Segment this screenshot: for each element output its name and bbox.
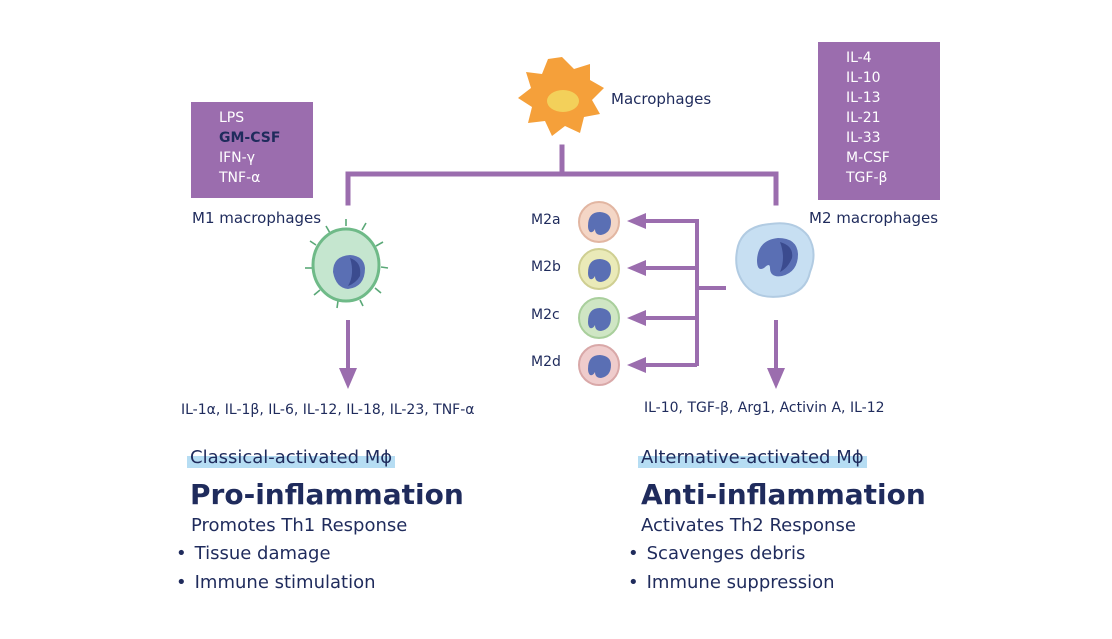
m1-effect-item: Tissue damage (176, 543, 331, 564)
m1-response: Promotes Th1 Response (191, 515, 408, 536)
m2-stimuli-box: IL-4 IL-10 IL-13 IL-21 IL-33 M-CSF TGF-β (818, 42, 940, 200)
m2-role-heading: Anti-inflammation (641, 478, 926, 511)
m2-stimulus: IL-4 (846, 50, 872, 66)
m2-cell-icon (735, 222, 815, 298)
m1-role-heading: Pro-inflammation (190, 478, 464, 511)
m1-activation-label: Classical-activated Mϕ (187, 447, 396, 468)
m2c-label: M2c (531, 307, 560, 323)
m2-subtype-arrowheads (627, 213, 646, 373)
m2-label: M2 macrophages (809, 209, 939, 227)
m2b-label: M2b (531, 259, 561, 275)
m2a-label: M2a (531, 212, 561, 228)
m2-stimulus: IL-10 (846, 70, 881, 86)
m1-activation-text: Classical-activated Mϕ (187, 447, 396, 468)
m2b-cell-icon (578, 248, 620, 290)
m2-stimulus: TGF-β (846, 170, 888, 186)
m2d-label: M2d (531, 354, 561, 370)
m1-stimuli-box: LPS GM-CSF IFN-γ TNF-α (191, 102, 313, 198)
m2-activation-text: Alternative-activated Mϕ (638, 447, 867, 468)
m1-label: M1 macrophages (192, 209, 322, 227)
macrophage-nucleus (547, 90, 579, 112)
m2-cytokines: IL-10, TGF-β, Arg1, Activin A, IL-12 (644, 400, 885, 416)
m2d-cell-icon (578, 344, 620, 386)
m1-effect-item: Immune stimulation (176, 572, 376, 593)
m1-cytokines: IL-1α, IL-1β, IL-6, IL-12, IL-18, IL-23,… (181, 402, 475, 418)
m2-subtype-branch (642, 219, 726, 367)
m2-stimulus: IL-33 (846, 130, 881, 146)
m2-stimulus: M-CSF (846, 150, 890, 166)
macrophages-label: Macrophages (611, 90, 712, 108)
m2a-cell-icon (578, 201, 620, 243)
m2c-cell-icon (578, 297, 620, 339)
m2-effect-item: Immune suppression (628, 572, 835, 593)
m2-effect-item: Scavenges debris (628, 543, 806, 564)
m2-response: Activates Th2 Response (641, 515, 856, 536)
m2-stimulus: IL-21 (846, 110, 881, 126)
tree-connector (345, 144, 779, 206)
m2-stimulus: IL-13 (846, 90, 881, 106)
m1-stimulus: LPS (219, 110, 245, 126)
macrophage-cell-icon (518, 57, 604, 136)
m1-down-arrow (339, 320, 357, 389)
m1-cell-icon (305, 219, 389, 309)
m2-activation-label: Alternative-activated Mϕ (638, 447, 867, 468)
m1-stimulus: IFN-γ (219, 150, 255, 166)
m1-stimulus: TNF-α (219, 170, 261, 186)
m2-down-arrow (767, 320, 785, 389)
m1-stimulus: GM-CSF (219, 130, 281, 146)
